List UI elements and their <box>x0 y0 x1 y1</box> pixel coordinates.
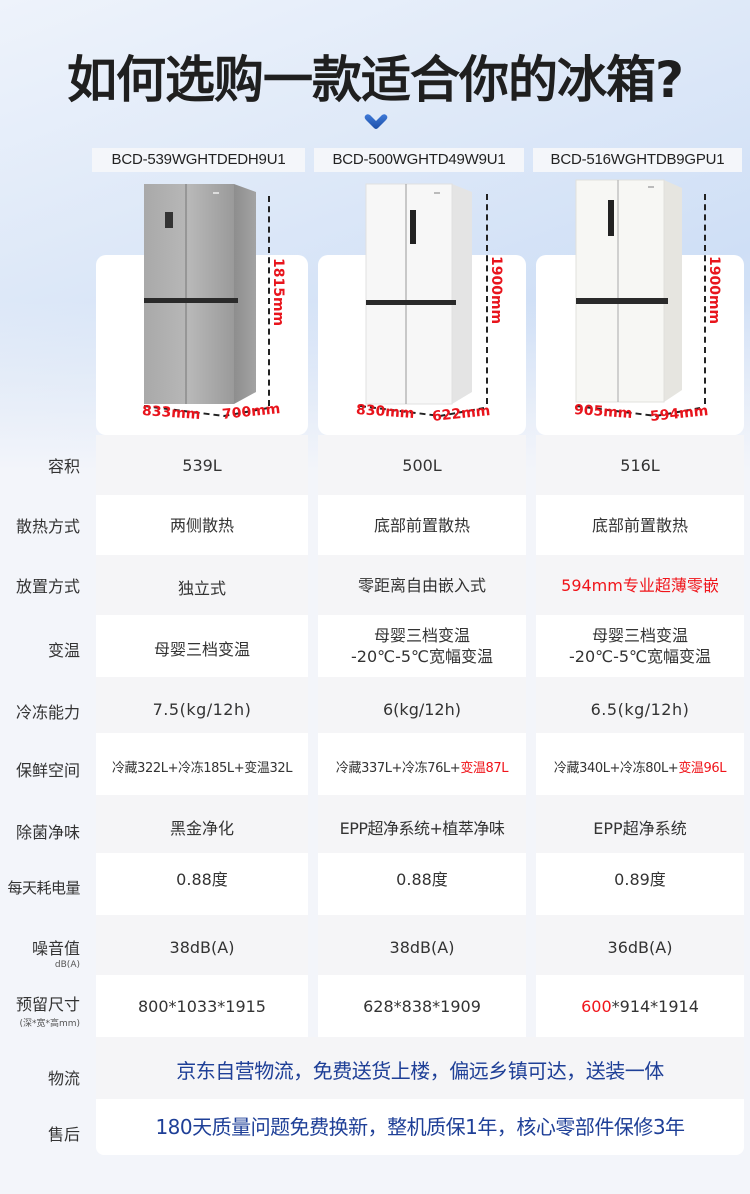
spec-text: 冷藏337L+冷冻76L+ <box>335 760 461 776</box>
row-label: 除菌净味 <box>15 823 80 842</box>
base-dimension-lines <box>360 405 485 418</box>
product-image-3: 1900mm 905mm 594mm <box>536 172 744 434</box>
spec-cell: 516L <box>536 435 744 495</box>
row-label-text: 噪音值 <box>31 939 80 958</box>
row-sublabel: (深*宽*高mm) <box>19 1019 80 1029</box>
spec-row-power-consumption: 每天耗电量 0.88度 0.88度 0.89度 <box>0 853 750 915</box>
spec-line-1: 母婴三档变温 <box>373 626 470 645</box>
spec-cell: 黑金净化 <box>96 795 308 853</box>
spec-row-storage-space: 保鲜空间 冷藏322L+冷冻185L+变温32L 冷藏337L+冷冻76L+变温… <box>0 733 750 795</box>
spec-cell: 539L <box>96 435 308 495</box>
service-cell: 京东自营物流，免费送货上楼，偏远乡镇可达，送装一体 <box>96 1037 744 1099</box>
spec-row-reserved-size: 预留尺寸 (深*宽*高mm) 800*1033*1915 628*838*190… <box>0 975 750 1037</box>
product-image-2: 1900mm 830mm 622mm <box>318 172 526 434</box>
spec-cell: 零距离自由嵌入式 <box>318 555 526 615</box>
spec-cell: 独立式 <box>96 555 308 615</box>
spec-cell: 母婴三档变温 -20℃-5℃宽幅变温 <box>318 615 526 677</box>
width-dimension-label: 833mm <box>141 402 201 424</box>
spec-cell: EPP超净系统+植萃净味 <box>318 795 526 853</box>
height-dimension-label: 1815mm <box>270 258 286 327</box>
spec-cell: 600*914*1914 <box>536 975 744 1037</box>
model-label-3: BCD-516WGHTDB9GPU1 <box>533 148 742 172</box>
spec-highlight: 变温87L <box>460 760 509 776</box>
spec-cell: 0.88度 <box>318 853 526 915</box>
spec-row-capacity: 容积 539L 500L 516L <box>0 435 750 495</box>
spec-cell: 500L <box>318 435 526 495</box>
row-label: 变温 <box>47 641 80 660</box>
spec-line-1: 母婴三档变温 <box>591 626 688 645</box>
spec-cell: 两侧散热 <box>96 495 308 555</box>
spec-cell: EPP超净系统 <box>536 795 744 853</box>
model-row: BCD-539WGHTDEDH9U1 BCD-500WGHTD49W9U1 BC… <box>92 148 742 172</box>
service-row-logistics: 物流 京东自营物流，免费送货上楼，偏远乡镇可达，送装一体 <box>0 1037 750 1099</box>
spec-cell: 36dB(A) <box>536 915 744 975</box>
height-dimension-line <box>268 196 270 406</box>
spec-row-variable-temp: 变温 母婴三档变温 母婴三档变温 -20℃-5℃宽幅变温 母婴三档变温 -20℃… <box>0 615 750 677</box>
row-sublabel: dB(A) <box>54 960 80 970</box>
height-dimension-label: 1900mm <box>488 256 504 325</box>
height-dimension-line <box>486 194 488 404</box>
spec-text: 冷藏340L+冷冻80L+ <box>553 760 679 776</box>
spec-cell: 0.88度 <box>96 853 308 915</box>
base-dimension-lines <box>576 405 701 418</box>
spec-cell: 底部前置散热 <box>536 495 744 555</box>
spec-cell: 38dB(A) <box>318 915 526 975</box>
spec-cell-highlight: 594mm专业超薄零嵌 <box>536 555 744 615</box>
row-label: 散热方式 <box>15 517 80 536</box>
refrigerator-white-image <box>365 183 472 405</box>
model-label-1: BCD-539WGHTDEDH9U1 <box>92 148 305 172</box>
width-dimension-label: 830mm <box>355 401 415 423</box>
base-dimension-lines <box>144 405 269 418</box>
model-label-2: BCD-500WGHTD49W9U1 <box>314 148 524 172</box>
product-image-1: 1815mm 833mm 700mm <box>96 172 308 434</box>
spec-row-freezing-capacity: 冷冻能力 7.5(kg/12h) 6(kg/12h) 6.5(kg/12h) <box>0 677 750 733</box>
height-dimension-label: 1900mm <box>706 256 722 325</box>
spec-row-installation: 放置方式 独立式 零距离自由嵌入式 594mm专业超薄零嵌 <box>0 555 750 615</box>
row-label: 预留尺寸 (深*宽*高mm) <box>0 991 80 1029</box>
page-title: 如何选购一款适合你的冰箱? <box>66 51 684 109</box>
spec-cell: 38dB(A) <box>96 915 308 975</box>
refrigerator-silver-image <box>144 184 256 404</box>
height-dimension-line <box>704 194 706 404</box>
refrigerator-white-image <box>575 179 682 403</box>
row-label: 容积 <box>47 457 80 476</box>
spec-cell: 冷藏340L+冷冻80L+变温96L <box>536 733 744 795</box>
spec-cell: 628*838*1909 <box>318 975 526 1037</box>
spec-text: *914*1914 <box>611 996 699 1016</box>
spec-cell: 800*1033*1915 <box>96 975 308 1037</box>
row-label: 售后 <box>47 1125 80 1144</box>
row-label: 物流 <box>47 1069 80 1088</box>
spec-row-heat-dissipation: 散热方式 两侧散热 底部前置散热 底部前置散热 <box>0 495 750 555</box>
spec-comparison-table: 容积 539L 500L 516L 散热方式 两侧散热 底部前置散热 底部前置散… <box>0 435 750 1155</box>
spec-cell: 母婴三档变温 -20℃-5℃宽幅变温 <box>536 615 744 677</box>
spec-cell: 母婴三档变温 <box>96 615 308 677</box>
spec-line-2: -20℃-5℃宽幅变温 <box>350 647 494 666</box>
spec-cell: 底部前置散热 <box>318 495 526 555</box>
spec-cell: 6.5(kg/12h) <box>536 677 744 733</box>
row-label: 保鲜空间 <box>15 761 80 780</box>
spec-cell: 7.5(kg/12h) <box>96 677 308 733</box>
width-dimension-label: 905mm <box>573 401 633 423</box>
spec-line-2: -20℃-5℃宽幅变温 <box>568 647 712 666</box>
spec-cell: 冷藏337L+冷冻76L+变温87L <box>318 733 526 795</box>
chevron-down-icon <box>364 114 388 129</box>
service-row-after-sales: 售后 180天质量问题免费换新，整机质保1年，核心零部件保修3年 <box>0 1099 750 1155</box>
row-label-text: 预留尺寸 <box>15 995 80 1014</box>
spec-highlight: 600 <box>581 996 612 1016</box>
row-label: 噪音值 dB(A) <box>0 935 80 970</box>
row-label: 每天耗电量 <box>7 879 80 897</box>
spec-highlight: 变温96L <box>678 760 727 776</box>
spec-cell: 冷藏322L+冷冻185L+变温32L <box>96 733 308 795</box>
spec-cell: 0.89度 <box>536 853 744 915</box>
spec-row-sterilization: 除菌净味 黑金净化 EPP超净系统+植萃净味 EPP超净系统 <box>0 795 750 853</box>
row-label: 冷冻能力 <box>15 703 80 722</box>
service-cell: 180天质量问题免费换新，整机质保1年，核心零部件保修3年 <box>96 1099 744 1155</box>
spec-row-noise: 噪音值 dB(A) 38dB(A) 38dB(A) 36dB(A) <box>0 915 750 975</box>
spec-cell: 6(kg/12h) <box>318 677 526 733</box>
row-label: 放置方式 <box>15 577 80 596</box>
